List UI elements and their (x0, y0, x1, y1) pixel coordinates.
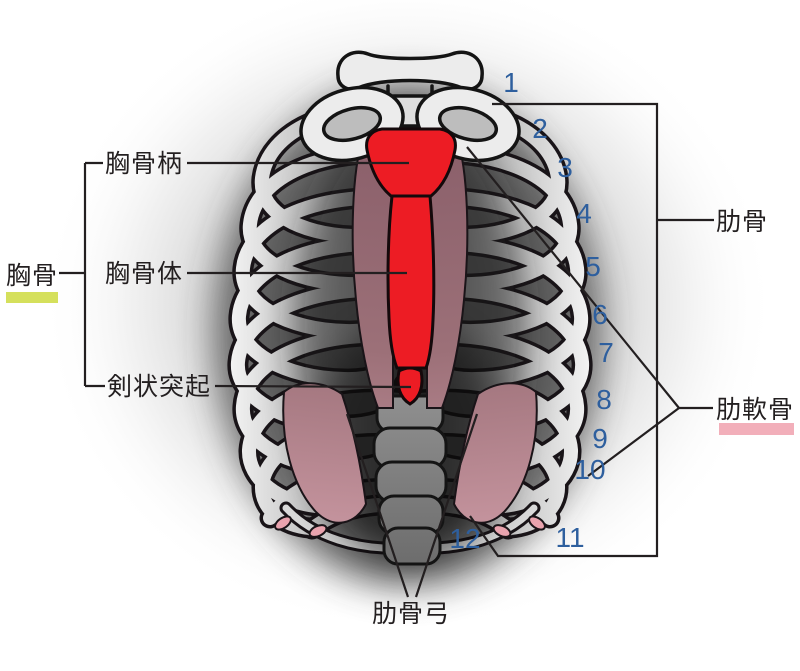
rib-number-9: 9 (592, 423, 608, 454)
rib-number-7: 7 (598, 337, 614, 368)
cartilage-underline (719, 423, 794, 435)
rib-numbers: 1 2 3 4 5 6 7 8 9 10 11 12 (449, 67, 613, 554)
rib-number-5: 5 (585, 251, 601, 282)
costal-arch-leaders (345, 413, 479, 598)
label-sternum-group: 胸骨 (6, 262, 58, 290)
rib-number-3: 3 (557, 152, 573, 183)
rib-number-12: 12 (449, 523, 480, 554)
sternal-body-shape (386, 194, 436, 370)
leader-lines (59, 102, 714, 598)
rib-number-6: 6 (592, 299, 608, 330)
label-manubrium: 胸骨柄 (105, 150, 183, 178)
ribs-bracket (469, 102, 714, 558)
costal-cartilage-left (274, 136, 394, 538)
rib-number-4: 4 (576, 198, 592, 229)
rib-number-8: 8 (596, 384, 612, 415)
label-xiphoid: 剣状突起 (107, 373, 211, 401)
cartilage-leaders (466, 146, 713, 477)
sternum-bracket (59, 161, 105, 388)
label-ribs: 肋骨 (716, 208, 768, 236)
sternum-underline (6, 292, 58, 303)
vertebral-column (372, 394, 448, 566)
rib-number-10: 10 (574, 454, 605, 485)
rib-number-11: 11 (555, 522, 584, 553)
sternum (365, 127, 457, 406)
label-costal-cartilage: 肋軟骨 (716, 396, 794, 424)
rib-number-1: 1 (503, 67, 519, 98)
labels: 胸骨 胸骨柄 胸骨体 剣状突起 肋骨 肋軟骨 肋骨弓 (6, 150, 794, 628)
xiphoid-leader (214, 384, 412, 389)
label-costal-arch: 肋骨弓 (372, 600, 450, 628)
label-sternal-body: 胸骨体 (105, 260, 183, 288)
rib-number-2: 2 (532, 113, 548, 144)
